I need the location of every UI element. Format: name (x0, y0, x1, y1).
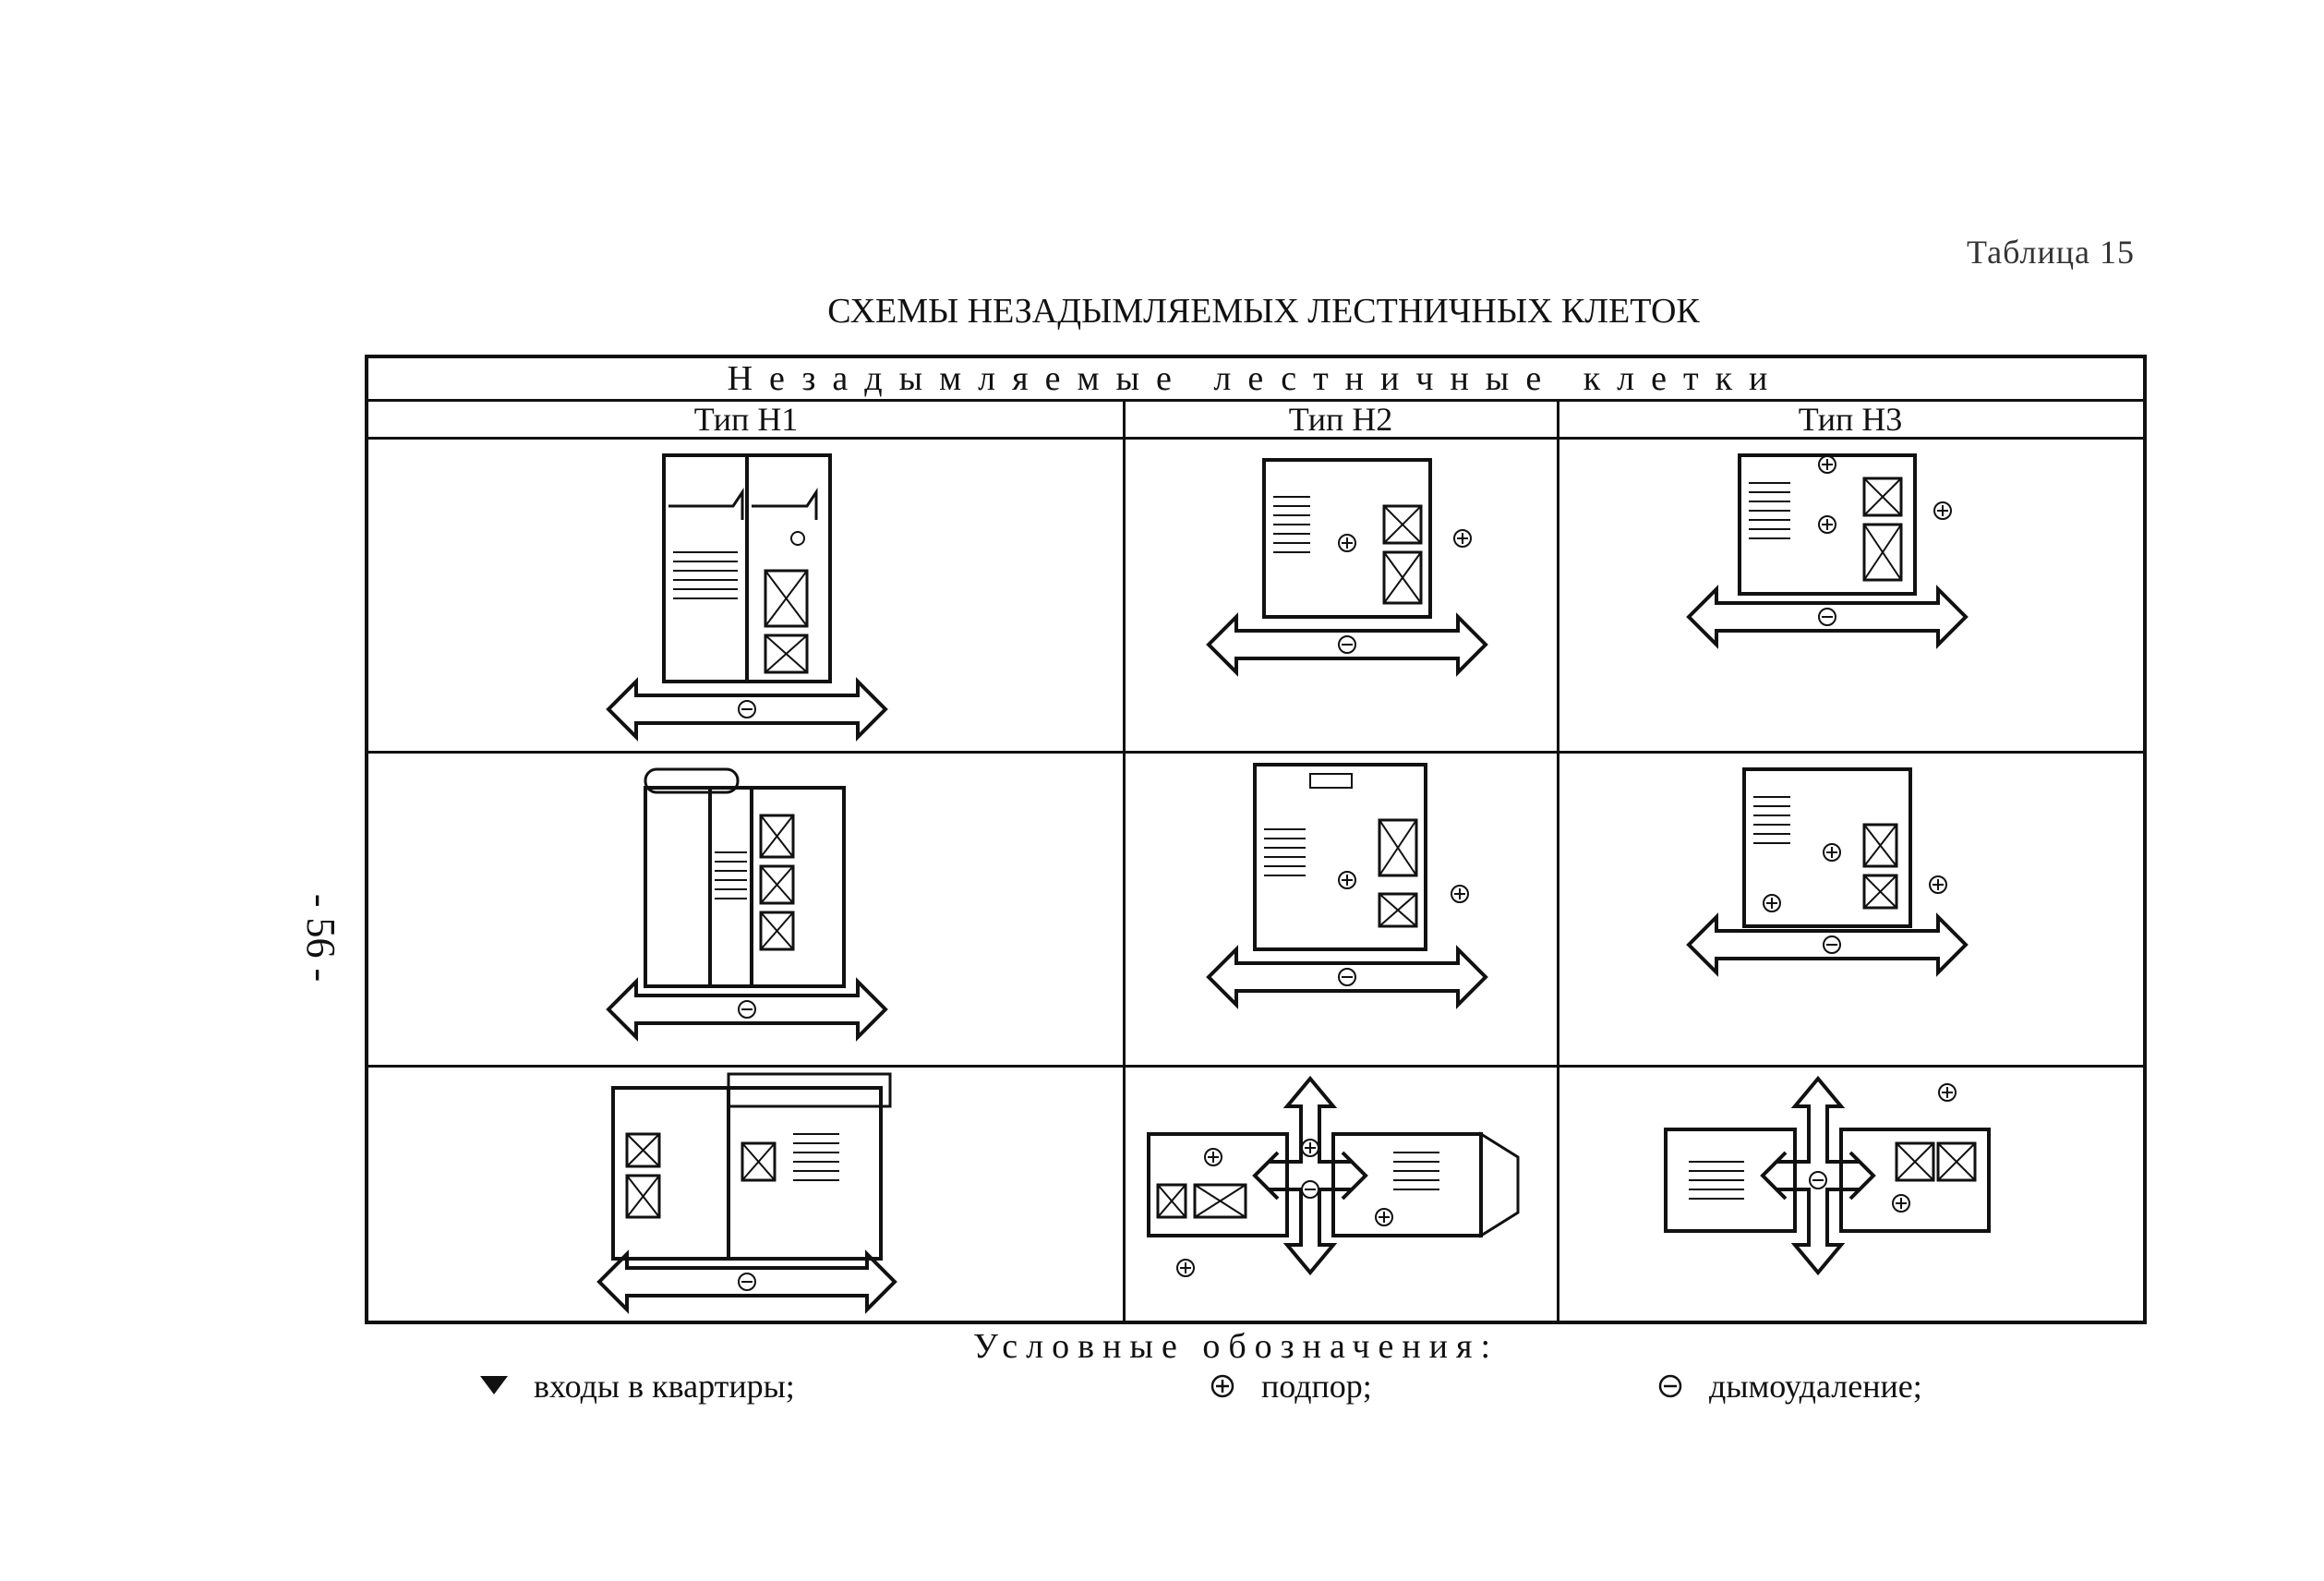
scheme-h3-variant-1 (1680, 446, 1975, 677)
triangle-down-icon (480, 1376, 508, 1396)
legend-label: дымоудаление; (1709, 1368, 1922, 1405)
scheme-h2-variant-3 (1135, 1069, 1550, 1319)
document-title: СХЕМЫ НЕЗАДЫМЛЯЕМЫХ ЛЕСТНИЧНЫХ КЛЕТОК (827, 292, 1700, 331)
row-divider (368, 751, 2143, 754)
scheme-h3-variant-3 (1643, 1069, 2012, 1319)
column-header-h3: Тип Н3 (1558, 399, 2143, 440)
table-label: Таблица 15 (1967, 234, 2135, 271)
legend-label: подпор; (1261, 1368, 1372, 1405)
table-header: Незадымляемые лестничные клетки (368, 358, 2143, 402)
scheme-h1-variant-2 (599, 760, 895, 1046)
circle-minus-icon (1657, 1373, 1683, 1399)
scheme-h2-variant-2 (1199, 755, 1495, 1032)
column-header-h1: Тип Н1 (368, 399, 1124, 440)
scheme-h1-variant-1 (599, 441, 895, 742)
page-number: - 56 - (298, 893, 344, 983)
legend-title: Условные обозначения: (972, 1327, 1499, 1366)
row-divider (368, 1065, 2143, 1068)
scheme-h3-variant-2 (1680, 760, 1975, 1000)
legend-item-smoke-removal: дымоудаление; (1657, 1367, 1922, 1406)
column-divider (1557, 399, 1559, 1324)
scheme-h1-variant-3 (590, 1069, 904, 1319)
staircase-table: Незадымляемые лестничные клетки Тип Н1 Т… (365, 355, 2147, 1324)
column-header-h2: Тип Н2 (1124, 399, 1558, 440)
legend-item-apartment-entrances: входы в квартиры; (480, 1367, 795, 1406)
legend-item-pressurization: подпор; (1210, 1367, 1372, 1406)
column-divider (1123, 399, 1126, 1324)
legend-label: входы в квартиры; (534, 1368, 795, 1405)
scheme-h2-variant-1 (1199, 451, 1495, 728)
circle-plus-icon (1210, 1373, 1235, 1399)
